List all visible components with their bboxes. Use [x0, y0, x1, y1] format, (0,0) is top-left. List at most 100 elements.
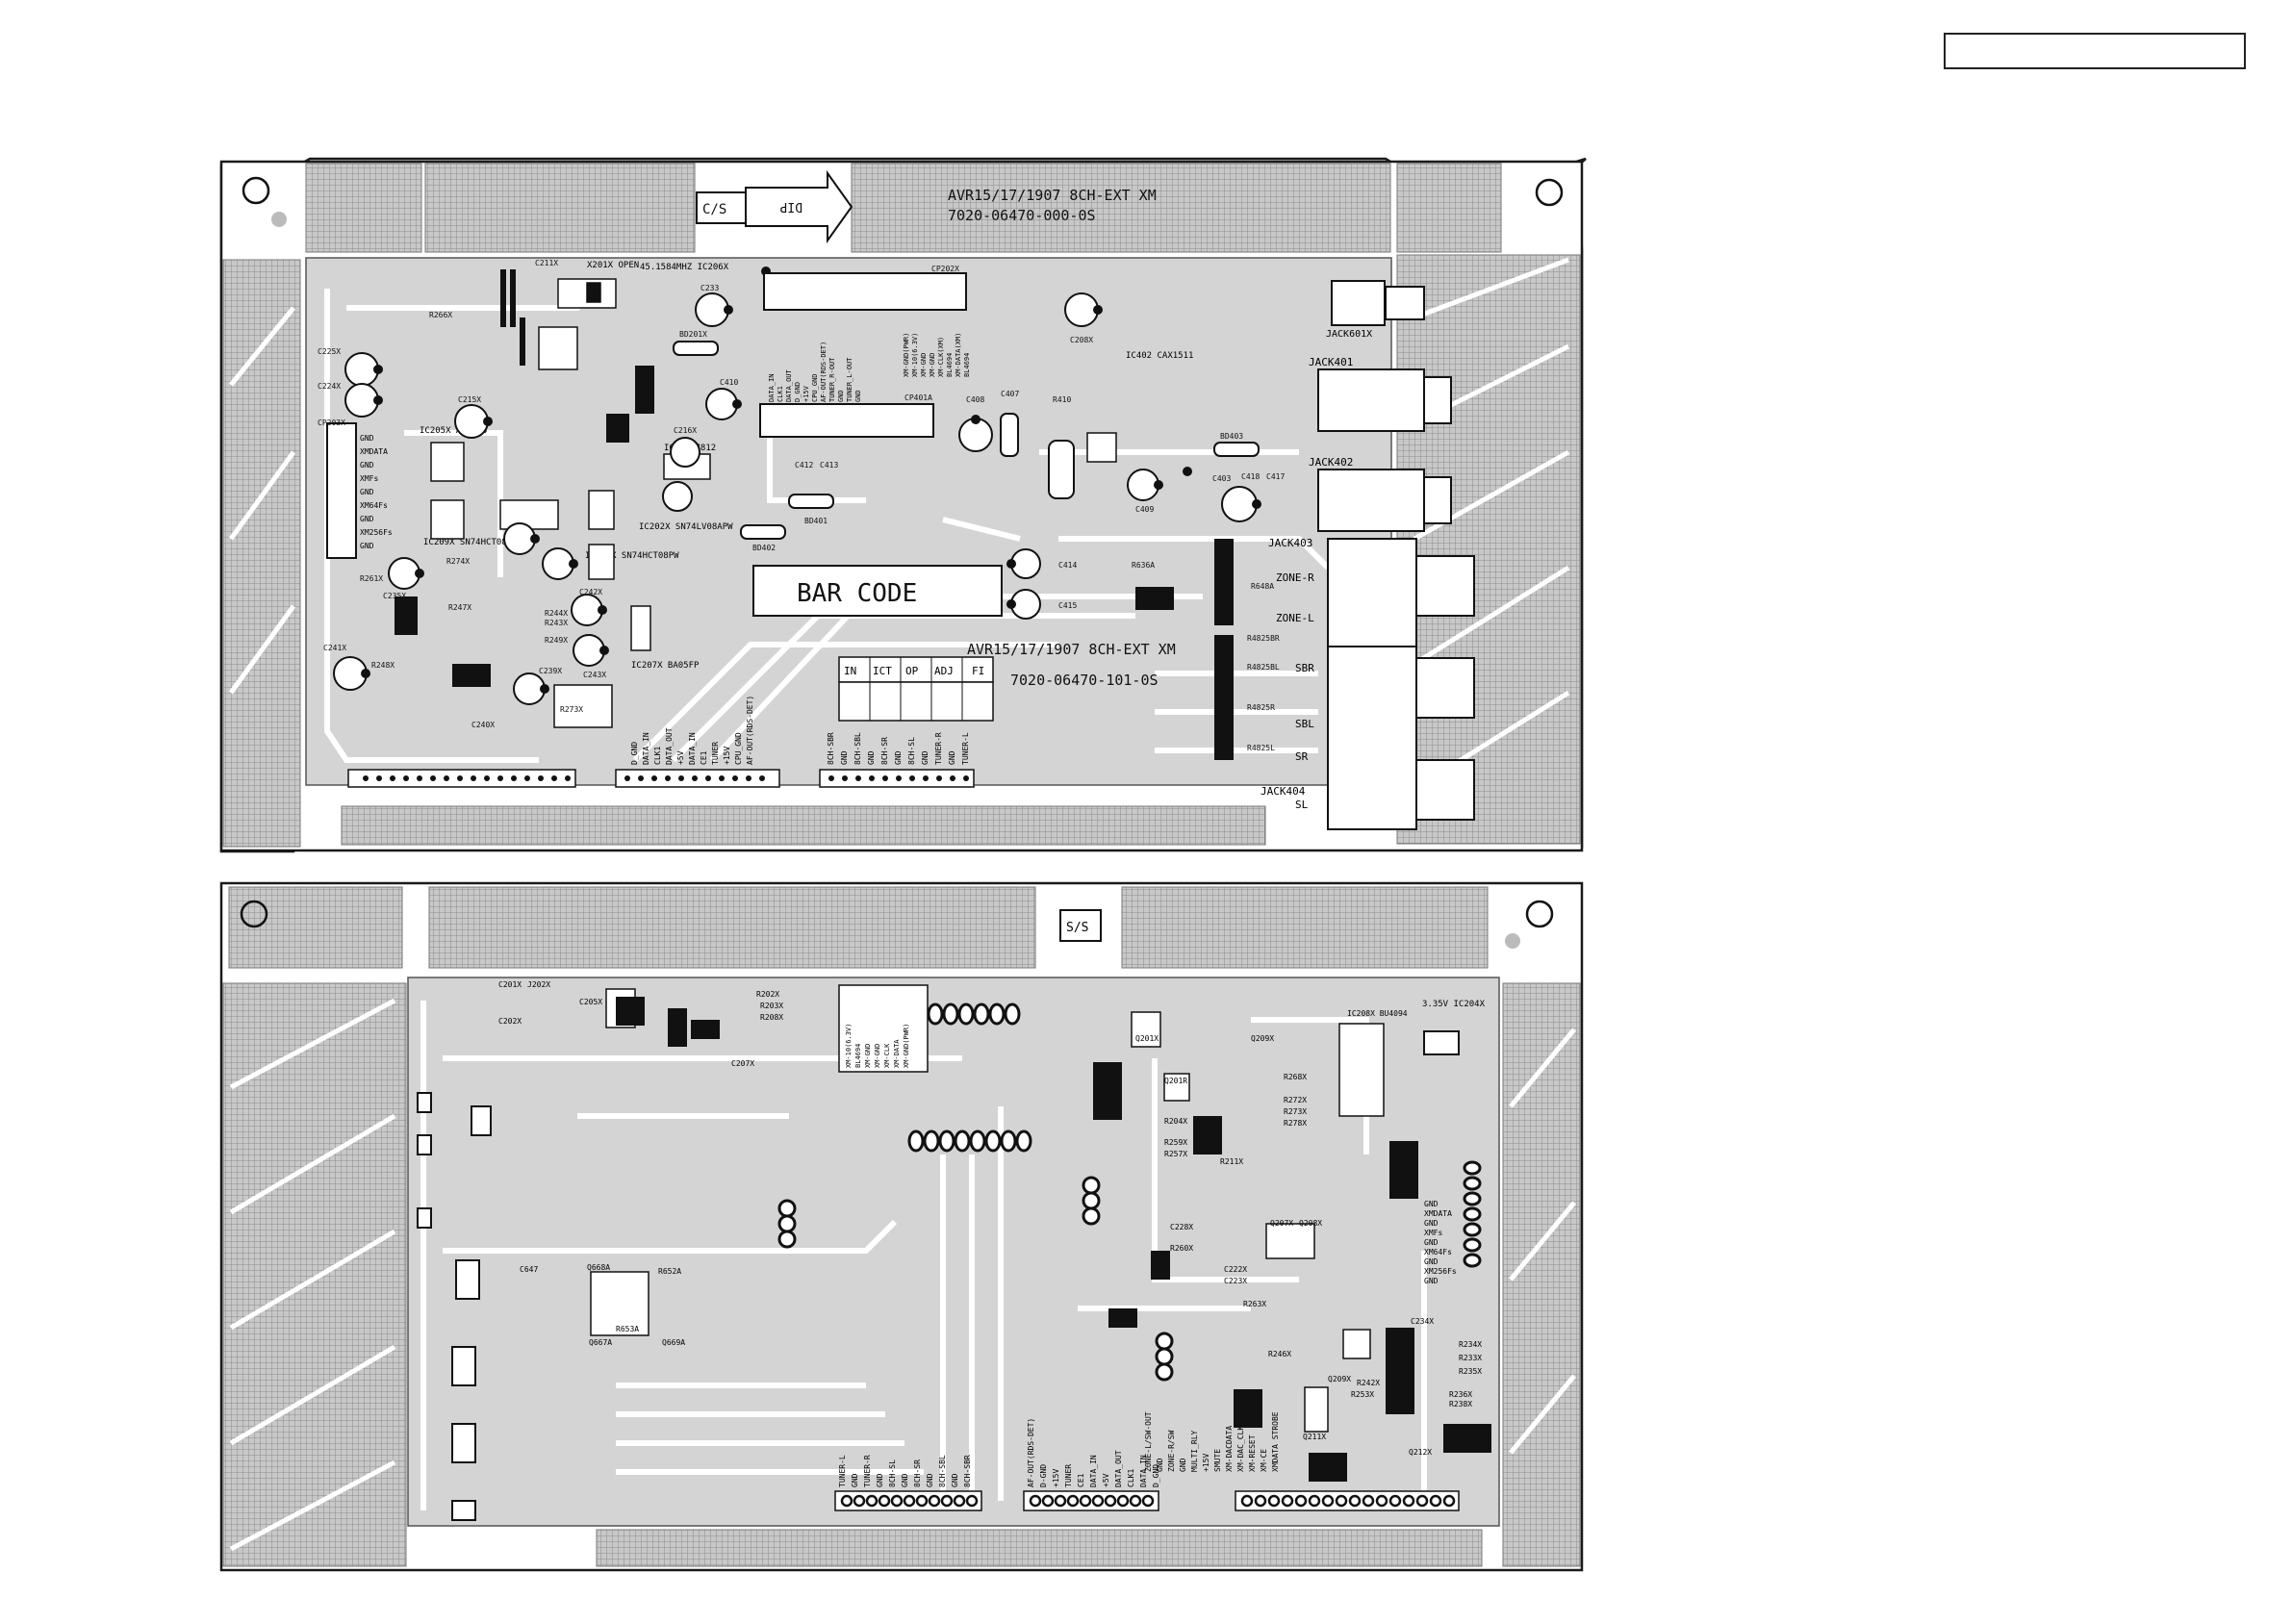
- bcp-pin-2: XMDATA: [1424, 1209, 1452, 1218]
- ic-x201x: X201X OPEN: [587, 261, 639, 270]
- bic-q209x-2: Q209X: [1328, 1375, 1351, 1383]
- cp202-pin-3: XM-GND: [920, 353, 928, 377]
- test-col-ict: ICT: [873, 665, 892, 677]
- ic-207x: IC207X BA05FP: [631, 661, 700, 671]
- lbl-c216x: C216X: [674, 426, 697, 435]
- conn-a-pin-4: DATA_OUT: [665, 727, 674, 765]
- cp401-pin-9: GND: [837, 390, 845, 402]
- bcp-pin-9: GND: [1424, 1277, 1439, 1285]
- lbl-cp203x: CP203X: [318, 419, 345, 427]
- cp202-pin-6: BL4694: [946, 353, 954, 377]
- lbl-c233: C233: [700, 284, 719, 292]
- model2-line-1: AVR15/17/1907 8CH-EXT XM: [967, 641, 1176, 658]
- blbl-r652a: R652A: [658, 1267, 681, 1276]
- blbl-r263x: R263X: [1243, 1300, 1266, 1308]
- cp203-pin-5: GND: [360, 488, 374, 496]
- bconn-b-pin-4: TUNER: [1064, 1464, 1073, 1487]
- left-grid-column: [222, 259, 301, 848]
- lbl-r273x: R273X: [560, 705, 583, 714]
- left-diagonals: [228, 306, 296, 695]
- lbl-c208x: C208X: [1070, 336, 1093, 344]
- zone-r-label: ZONE-R: [1276, 571, 1314, 584]
- lbl-c241x: C241X: [323, 644, 346, 652]
- bottom-pad-column: [1463, 1160, 1482, 1268]
- lbl-r4825l: R4825L: [1247, 744, 1275, 752]
- cp401-pin-5: +15V: [802, 385, 810, 402]
- cp202-pin-4: XM-GND: [929, 353, 936, 377]
- cp203-pin-3: GND: [360, 461, 374, 469]
- bic-208x: IC208X BU4094: [1347, 1009, 1408, 1018]
- bconn-b-pin-2: D-GND: [1039, 1464, 1048, 1487]
- jack401-label: JACK401: [1309, 356, 1353, 368]
- blbl-c207x: C207X: [731, 1059, 754, 1068]
- lbl-c418: C418: [1241, 472, 1260, 481]
- bconn-c-pin-6: +15V: [1202, 1454, 1210, 1472]
- lbl-c410: C410: [720, 378, 738, 387]
- cp202-pin-7: XM-DATA(XM): [955, 333, 962, 377]
- cp203-pin-4: XMFs: [360, 474, 378, 483]
- bconn-c-pin-1: ZONE-L/SW-OUT: [1144, 1411, 1153, 1472]
- model-line-1: AVR15/17/1907 8CH-EXT XM: [948, 187, 1157, 204]
- bconn-c-pin-7: SMUTE: [1213, 1449, 1222, 1472]
- bconn-a-pin-5: 8CH-SL: [888, 1459, 897, 1487]
- bcp-pin-1: GND: [1424, 1200, 1439, 1208]
- blbl-c222x: C222X: [1224, 1265, 1247, 1274]
- cp202-pin-8: BL4694: [963, 353, 971, 377]
- cp202-pin-1: XM-GND(PWR): [903, 333, 910, 377]
- blbl-r234x: R234X: [1459, 1340, 1482, 1349]
- ss-box: [1059, 909, 1102, 942]
- bottom-ic-labels: IC208X BU4094 Q201X Q201R Q209X Q207X Q2…: [587, 1009, 1432, 1457]
- bic-q667a: Q667A: [589, 1338, 612, 1347]
- bic-q201r: Q201R: [1164, 1077, 1187, 1085]
- lbl-c225x: C225X: [318, 347, 341, 356]
- top-grid-strip-2: [424, 163, 696, 253]
- right-grid-column: [1396, 254, 1581, 845]
- bottom-conn-c-pins: ZONE-L/SW-OUT GND ZONE-R/SW GND MULTI_RL…: [1144, 1411, 1280, 1472]
- mount-hole-top-right: [1535, 178, 1564, 207]
- blbl-j202x: J202X: [527, 980, 550, 989]
- bottom-top-strip-3: [1121, 886, 1489, 969]
- conn-b-pin-9: TUNER-R: [934, 732, 943, 765]
- bic-q211x: Q211X: [1303, 1433, 1326, 1441]
- lbl-c412: C412: [795, 461, 813, 469]
- ic-209x: IC209X SN74HCT08PW: [423, 538, 518, 547]
- lbl-r244x: R244X: [545, 609, 568, 618]
- conn-a-pin-11: AF-OUT(RDS-DET): [746, 696, 754, 765]
- bconn-c-pin-9: XM-DAC_CLK: [1236, 1426, 1245, 1472]
- conn-a-pin-5: +5V: [676, 750, 685, 765]
- bconn-a-pin-4: GND: [876, 1473, 884, 1487]
- lbl-c403: C403: [1212, 474, 1231, 483]
- bconn-a-pin-9: 8CH-SBL: [938, 1455, 947, 1487]
- bottom-bottom-strip: [596, 1529, 1483, 1567]
- conn-a-pin-8: TUNER: [711, 742, 720, 765]
- cp401-pin-2: CLK1: [777, 386, 784, 402]
- top-cap-pads: [361, 266, 1261, 694]
- lbl-bd201x: BD201X: [679, 330, 707, 339]
- conn-a-pin-1: D_GND: [630, 742, 639, 765]
- test-col-adj: ADJ: [934, 665, 954, 677]
- dip-arrow: [745, 169, 853, 244]
- top-capacitors: [333, 292, 1258, 705]
- bottom-left-diagonals: [229, 998, 396, 1552]
- cp401a-connector: [759, 403, 934, 438]
- bconn-c-pin-10: XM-RESET: [1248, 1434, 1257, 1472]
- jack601x-label: JACK601X: [1326, 329, 1372, 340]
- lbl-r4825br: R4825BR: [1247, 634, 1280, 643]
- ic-205x: IC205X AK4385: [420, 426, 487, 436]
- sr-label: SR: [1295, 750, 1309, 763]
- blbl-r208x: R208X: [760, 1013, 783, 1022]
- bic-q212x: Q212X: [1409, 1448, 1432, 1457]
- conn-b-pin-11: TUNER-L: [961, 732, 970, 765]
- regulator-label: 3.35V IC204X: [1422, 1000, 1486, 1009]
- bconn-a-pin-7: 8CH-SR: [913, 1459, 922, 1487]
- bconn-a-pin-10: GND: [951, 1473, 959, 1487]
- blbl-r257x: R257X: [1164, 1150, 1187, 1158]
- cp203-pin-1: GND: [360, 434, 374, 443]
- cp203-pin-6: XM64Fs: [360, 501, 388, 510]
- bcp-pin-6: XM64Fs: [1424, 1248, 1452, 1256]
- bottom-conn-a-pins: TUNER-L GND TUNER-R GND 8CH-SL GND 8CH-S…: [838, 1455, 972, 1487]
- lbl-cp401a: CP401A: [904, 393, 932, 402]
- blbl-r203x: R203X: [760, 1002, 783, 1010]
